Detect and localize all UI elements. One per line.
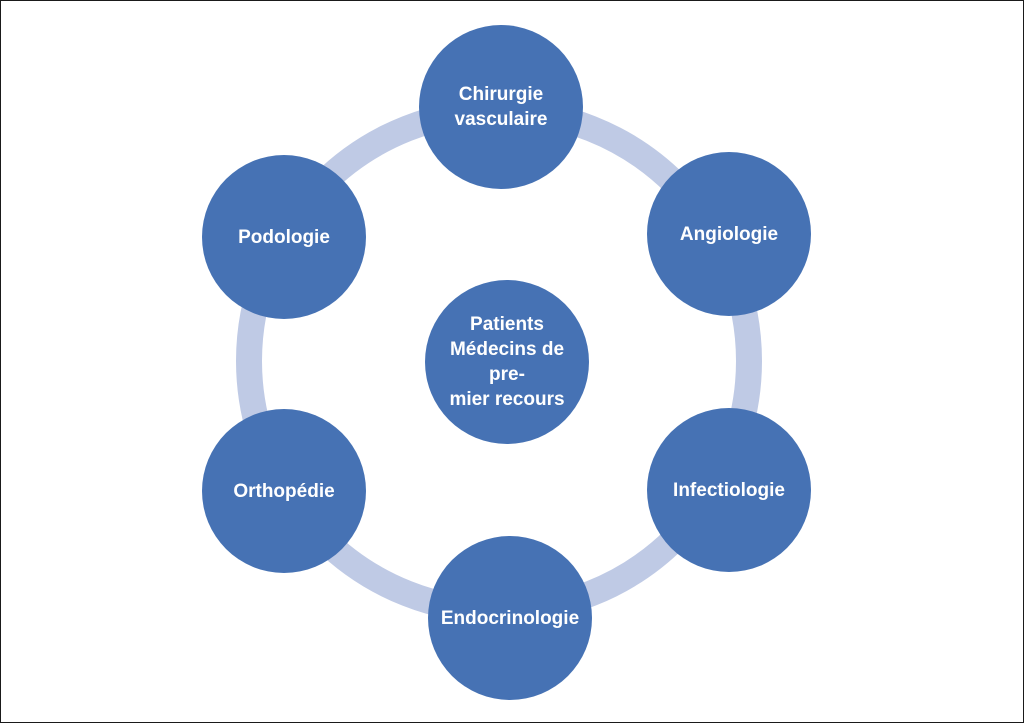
center-label: Patients Médecins de pre- mier recours [449, 314, 565, 410]
center-node-patients: Patients Médecins de pre- mier recours [425, 280, 589, 444]
node-label: Chirurgie vasculaire [454, 84, 548, 130]
node-chirurgie-vasculaire: Chirurgie vasculaire [419, 25, 583, 189]
node-label: Infectiologie [673, 479, 785, 501]
node-infectiologie: Infectiologie [647, 408, 811, 572]
node-orthopedie: Orthopédie [202, 409, 366, 573]
node-podologie: Podologie [202, 155, 366, 319]
node-endocrinologie: Endocrinologie [428, 536, 592, 700]
node-angiologie: Angiologie [647, 152, 811, 316]
node-label: Podologie [238, 226, 330, 248]
node-label: Endocrinologie [440, 607, 580, 629]
node-label: Angiologie [679, 223, 779, 245]
node-label: Orthopédie [233, 480, 335, 502]
